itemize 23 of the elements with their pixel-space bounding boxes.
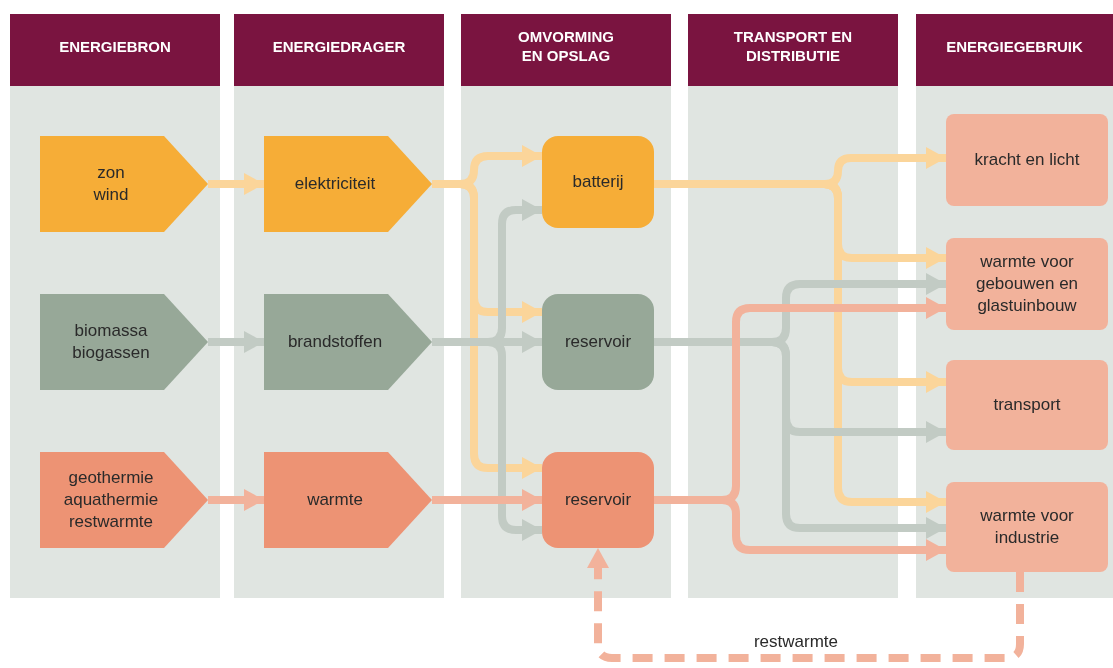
flow-arrow — [208, 489, 264, 511]
storage-box: reservoir — [542, 294, 654, 390]
usage-box: kracht en licht — [946, 114, 1108, 206]
arrow-shape-box: geothermie aquathermie restwarmte — [40, 452, 208, 548]
flow-arrow — [208, 173, 264, 195]
arrow-shape-box: elektriciteit — [264, 136, 432, 232]
column-header: OMVORMING EN OPSLAG — [461, 14, 671, 86]
column-header: ENERGIEBRON — [10, 14, 220, 86]
column-header: ENERGIEDRAGER — [234, 14, 444, 86]
arrow-shape-box: warmte — [264, 452, 432, 548]
arrow-shape-box: zon wind — [40, 136, 208, 232]
storage-box: batterij — [542, 136, 654, 228]
arrow-shape-box: brandstoffen — [264, 294, 432, 390]
flow-arrow — [432, 489, 542, 511]
flow-arrow — [587, 548, 1024, 662]
flow-arrow — [208, 331, 264, 353]
usage-box: transport — [946, 360, 1108, 450]
storage-box: reservoir — [542, 452, 654, 548]
usage-box: warmte voor industrie — [946, 482, 1108, 572]
usage-box: warmte voor gebouwen en glastuinbouw — [946, 238, 1108, 330]
column-header: ENERGIEGEBRUIK — [916, 14, 1113, 86]
column-header: TRANSPORT EN DISTRIBUTIE — [688, 14, 898, 86]
arrow-shape-box: biomassa biogassen — [40, 294, 208, 390]
